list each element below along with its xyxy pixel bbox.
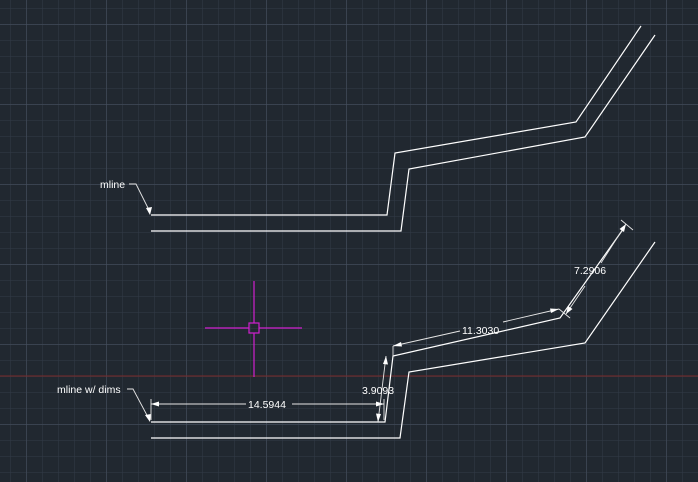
mline-leader-arrow [146, 207, 152, 215]
dim-bottom-arrow-left [151, 401, 159, 407]
dim-slanted-text: 11.3030 [462, 325, 499, 337]
mline-dims-leader-arrow [145, 414, 151, 422]
dim-diagonal-length[interactable]: 7.2906 [558, 219, 634, 319]
dim-vertical-offset[interactable]: 3.9093 [362, 355, 394, 423]
mline-label: mline [100, 179, 125, 191]
dim-bottom-length[interactable]: 14.5944 [150, 399, 385, 420]
dim-slanted-line-left [392, 330, 461, 347]
dim-vertical-arrow-top [383, 356, 388, 365]
dim-bottom-text: 14.5944 [248, 399, 286, 411]
mline-upper-edge-b[interactable] [151, 34, 656, 232]
dim-vertical-line [377, 355, 387, 423]
mline-dims-leader[interactable]: mline w/ dims [57, 384, 151, 422]
dim-diagonal-ext-top [620, 219, 634, 231]
mline-upper-edge-a[interactable] [151, 25, 642, 216]
dim-slanted-line-right [502, 308, 560, 323]
dim-slanted-arrow-right [550, 308, 559, 313]
dim-vertical-arrow-bottom [376, 413, 381, 422]
mline-dims-label: mline w/ dims [57, 384, 121, 396]
dim-vertical-text: 3.9093 [362, 385, 394, 397]
dim-diagonal-arrow-top [619, 224, 626, 232]
crosshair-pickbox-icon [205, 281, 302, 377]
dim-diagonal-text: 7.2906 [574, 265, 606, 277]
mline-lower-edge-b[interactable] [151, 241, 656, 439]
dim-slanted-arrow-left [393, 342, 402, 347]
dim-diagonal-ext-bottom [558, 308, 571, 319]
dim-diagonal-arrow-bottom [566, 306, 573, 314]
pickbox [248, 322, 260, 334]
mline-leader[interactable]: mline [100, 179, 152, 215]
dim-slanted-length[interactable]: 11.3030 [392, 308, 560, 357]
mline-upper[interactable] [151, 25, 656, 232]
mline-leader-line [129, 183, 151, 213]
mline-dims-leader-line [127, 388, 150, 420]
mline-lower[interactable] [151, 227, 656, 439]
